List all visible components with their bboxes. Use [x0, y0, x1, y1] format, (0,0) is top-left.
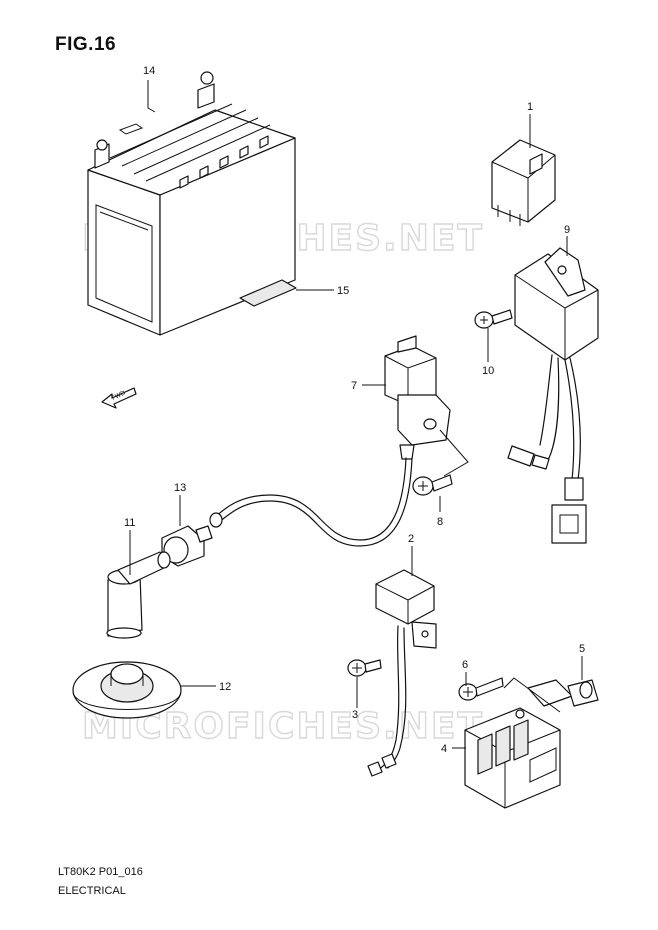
- battery-part-14: [87, 71, 297, 336]
- model-code: LT80K2 P01_016: [58, 866, 143, 878]
- section-name: ELECTRICAL: [58, 885, 126, 897]
- cdi-unit-part-9: [507, 247, 599, 544]
- callout-13: 13: [174, 482, 186, 494]
- callout-10: 10: [482, 365, 494, 377]
- high-tension-cable: [213, 457, 407, 541]
- figure-title: FIG.16: [55, 34, 117, 55]
- leader-lines: [129, 80, 583, 749]
- bolt-part-6: [458, 677, 504, 701]
- forward-arrow-icon: FWD: [101, 387, 137, 409]
- callout-8: 8: [437, 516, 443, 528]
- callout-4: 4: [441, 743, 447, 755]
- callout-2: 2: [408, 533, 414, 545]
- relay-part-2: [367, 569, 437, 777]
- callout-labels: 14 15 1 9 10 7 8 13 11 12 2 3 6 5 4: [124, 65, 585, 755]
- relay-part-1: [491, 139, 556, 226]
- callout-12: 12: [219, 681, 231, 693]
- callout-1: 1: [527, 101, 533, 113]
- callout-5: 5: [579, 643, 585, 655]
- regulator-part-4: [464, 707, 561, 809]
- screw-part-10: [474, 309, 513, 329]
- callout-14: 14: [143, 65, 155, 77]
- screw-part-3: [347, 659, 382, 677]
- callout-11: 11: [124, 517, 135, 529]
- ignition-coil-part-7: [384, 335, 451, 460]
- callout-7: 7: [351, 380, 357, 392]
- callout-3: 3: [352, 709, 358, 721]
- grommet-part-12: [72, 661, 182, 719]
- bracket-part-5: [527, 679, 599, 707]
- callout-15: 15: [337, 285, 349, 297]
- callout-6: 6: [462, 659, 468, 671]
- spark-plug-cap-part-11: [106, 551, 171, 639]
- bolt-part-8: [412, 474, 453, 496]
- callout-9: 9: [564, 224, 570, 236]
